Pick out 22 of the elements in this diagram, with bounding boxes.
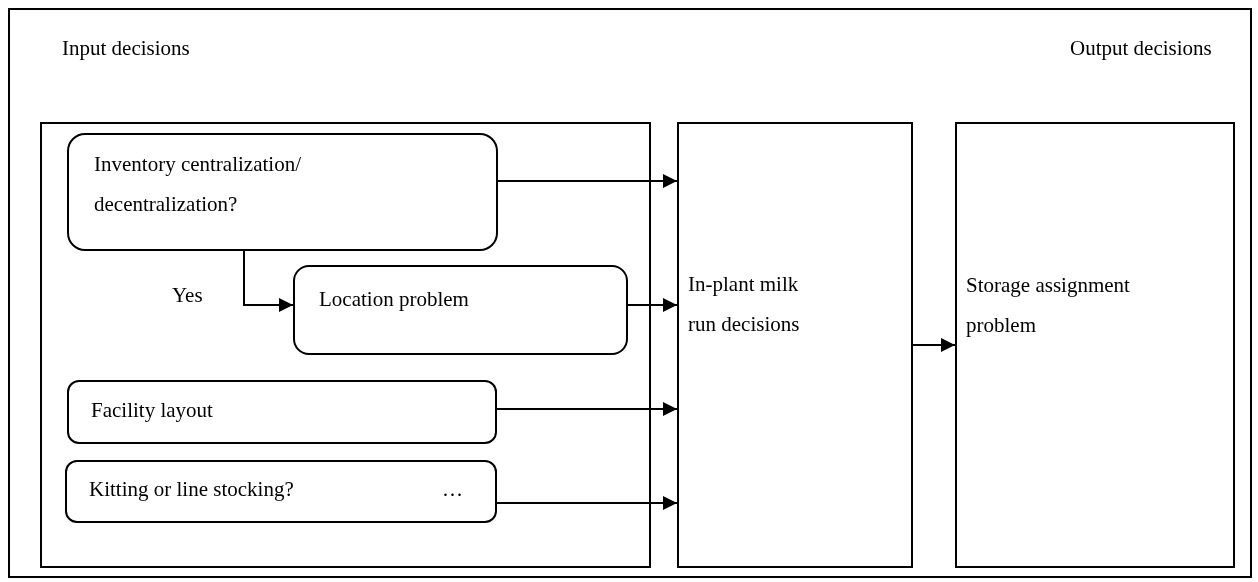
decision-box: [67, 133, 498, 251]
arrow: [627, 298, 678, 312]
arrow: [496, 496, 678, 510]
section-heading: Input decisions: [62, 36, 190, 61]
ellipsis-text: …: [442, 476, 464, 503]
process-box: [65, 460, 497, 523]
arrow: [243, 250, 294, 312]
arrow: [497, 174, 678, 188]
node-label: Location problem: [319, 286, 470, 313]
process-box: [677, 122, 913, 568]
process-box: [293, 265, 628, 355]
node-label: Kitting or line stocking?: [89, 476, 295, 503]
group-frame: [40, 122, 651, 568]
section-heading: Output decisions: [1070, 36, 1212, 61]
process-box: [67, 380, 497, 444]
node-label: Inventory centralization/ decentralization?: [94, 151, 302, 218]
node-label: Facility layout: [91, 397, 214, 424]
arrow: [496, 402, 678, 416]
node-label: In-plant milk run decisions: [688, 271, 801, 338]
process-box: [955, 122, 1235, 568]
node-label: Storage assignment problem: [966, 272, 1131, 339]
arrow: [912, 338, 956, 352]
